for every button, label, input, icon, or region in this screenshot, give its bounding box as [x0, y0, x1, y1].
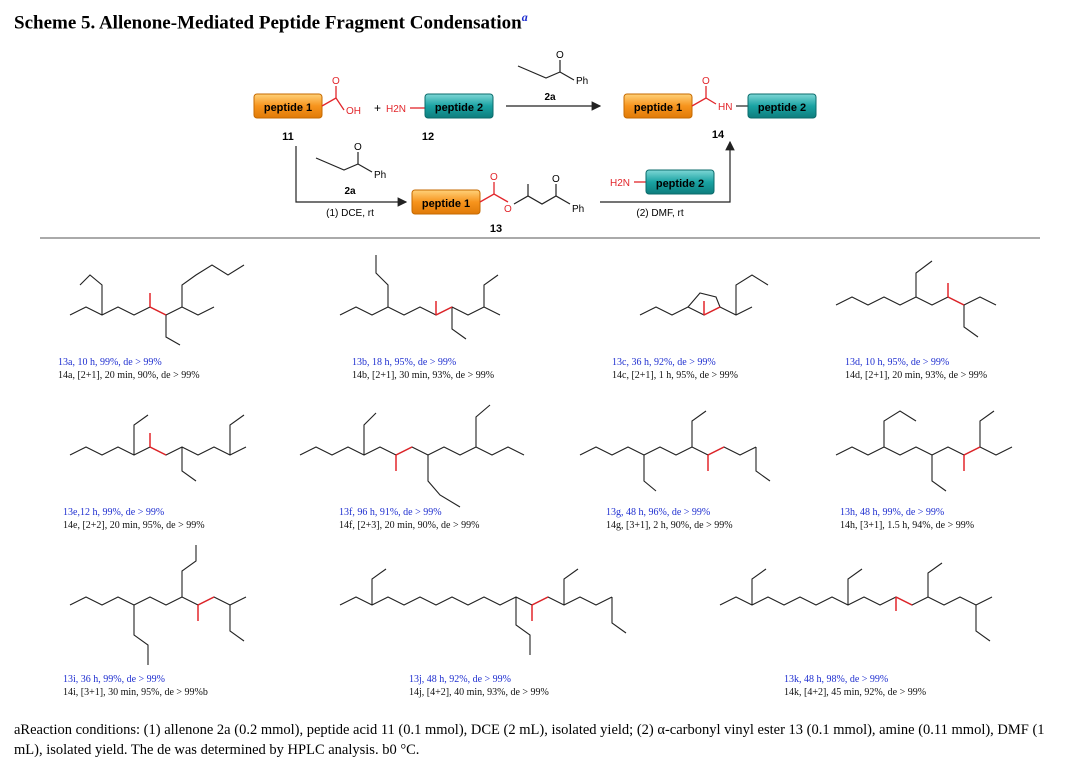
svg-text:H2N: H2N — [610, 178, 630, 189]
peptide2-box-step2 — [645, 169, 715, 195]
entry-13j: 13j, 48 h, 92%, de > 99%14j, [4+2], 40 m… — [409, 674, 549, 698]
peptide1-label: peptide 1 — [264, 102, 312, 114]
oh-label: OH — [346, 106, 361, 117]
svg-text:peptide 1: peptide 1 — [422, 198, 470, 210]
svg-text:Ph: Ph — [374, 170, 386, 181]
amide-hn-label: HN — [718, 102, 732, 113]
peptide2-box-14 — [747, 93, 817, 119]
svg-text:O: O — [702, 76, 710, 87]
structure-13b — [339, 306, 501, 316]
reagent-2a-top: 2a — [544, 92, 556, 103]
structure-13j — [339, 596, 613, 606]
peptide2-box-12 — [424, 93, 494, 119]
entry-13g: 13g, 48 h, 96%, de > 99%14g, [3+1], 2 h,… — [606, 507, 733, 531]
svg-text:O: O — [552, 174, 560, 185]
reagent-2a-bottom: 2a — [344, 186, 356, 197]
reaction-arrow-step2 — [600, 140, 735, 203]
structure-13i — [69, 596, 247, 606]
svg-text:Ph: Ph — [576, 76, 588, 87]
structure-13a — [69, 306, 215, 316]
svg-text:O: O — [490, 172, 498, 183]
reaction-scheme: peptide 1 O OH + H2N peptide 2 11 12 O P… — [40, 50, 1040, 239]
svg-text:peptide 2: peptide 2 — [656, 178, 704, 190]
structure-13k — [719, 596, 993, 606]
peptide-structures — [69, 255, 1013, 665]
structure-13g — [579, 446, 757, 456]
entry-13c: 13c, 36 h, 92%, de > 99%14c, [2+1], 1 h,… — [612, 357, 738, 381]
entry-13a: 13a, 10 h, 99%, de > 99%14a, [2+1], 20 m… — [58, 357, 200, 381]
svg-text:O: O — [504, 204, 512, 215]
condition-step2: (2) DMF, rt — [636, 208, 683, 219]
compound-12: 12 — [422, 131, 434, 143]
compound-14: 14 — [712, 129, 725, 141]
footnote: aReaction conditions: (1) allenone 2a (0… — [14, 722, 1045, 758]
svg-text:Ph: Ph — [572, 204, 584, 215]
svg-text:O: O — [332, 76, 340, 87]
entry-13k: 13k, 48 h, 98%, de > 99%14k, [4+2], 45 m… — [784, 674, 927, 698]
svg-text:peptide 1: peptide 1 — [634, 102, 682, 114]
compound-13: 13 — [490, 223, 502, 235]
scheme-title: Scheme 5. Allenone-Mediated Peptide Frag… — [14, 10, 528, 34]
structure-13d — [835, 296, 997, 306]
structure-13h — [835, 446, 1013, 456]
entry-13e: 13e,12 h, 99%, de > 99%14e, [2+2], 20 mi… — [63, 507, 205, 531]
entry-13i: 13i, 36 h, 99%, de > 99%14i, [3+1], 30 m… — [63, 674, 208, 698]
svg-text:O: O — [556, 50, 564, 61]
entry-13b: 13b, 18 h, 95%, de > 99%14b, [2+1], 30 m… — [352, 357, 495, 381]
entry-13h: 13h, 48 h, 99%, de > 99%14h, [3+1], 1.5 … — [840, 507, 975, 531]
svg-text:peptide 2: peptide 2 — [435, 102, 483, 114]
entry-13d: 13d, 10 h, 95%, de > 99%14d, [2+1], 20 m… — [845, 357, 988, 381]
structure-13f — [299, 446, 525, 456]
svg-text:peptide 2: peptide 2 — [758, 102, 806, 114]
amine-label-12: H2N — [386, 104, 406, 115]
condition-step1: (1) DCE, rt — [326, 208, 374, 219]
reaction-arrow-step1 — [295, 146, 408, 207]
svg-text:O: O — [354, 142, 362, 153]
compound-11: 11 — [282, 131, 294, 143]
entry-13f: 13f, 96 h, 91%, de > 99%14f, [2+3], 20 m… — [339, 507, 480, 531]
structure-13c — [639, 306, 753, 316]
svg-text:+: + — [374, 101, 381, 115]
